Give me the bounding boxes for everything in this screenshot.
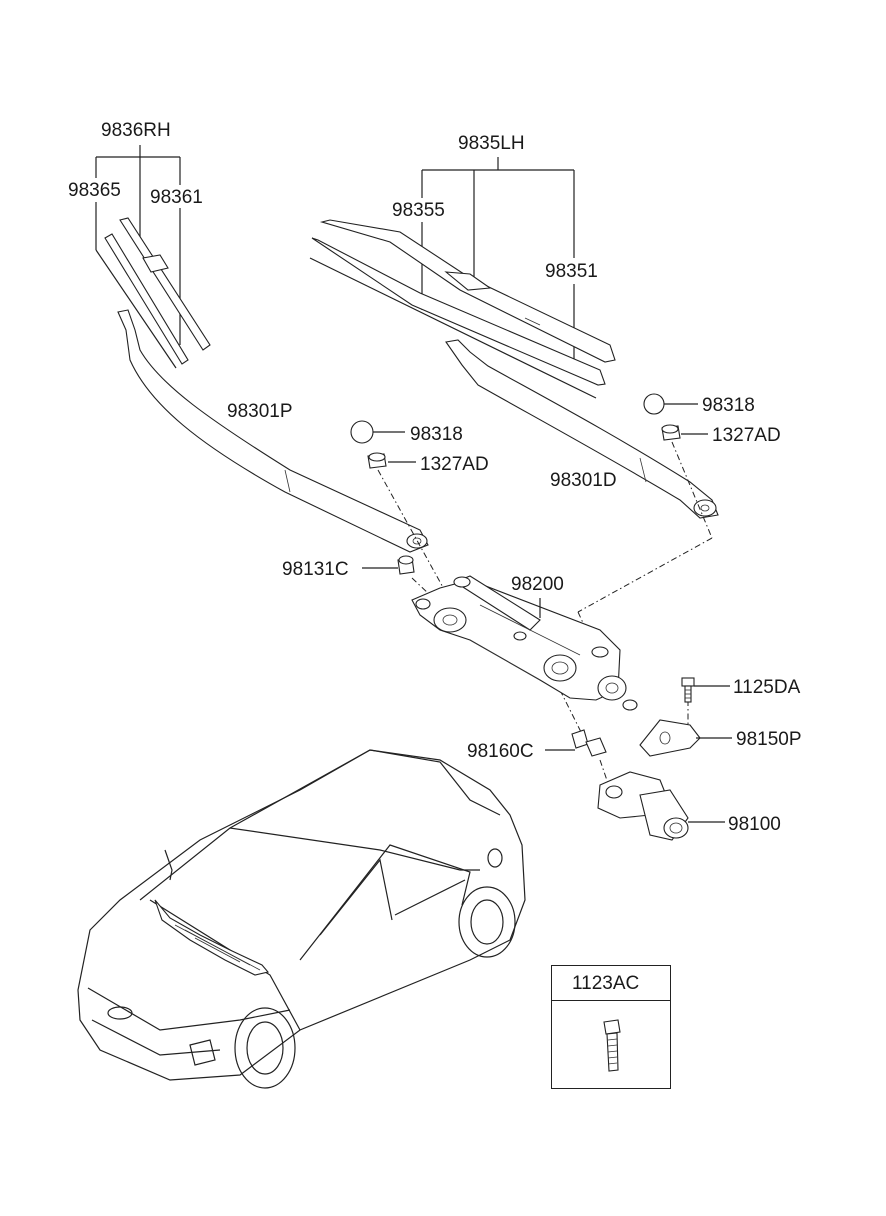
label-bolt: 1125DA [733, 677, 801, 698]
car-illustration [77, 749, 526, 1089]
label-grommet: 98160C [467, 741, 534, 762]
wiper-linkage-assembly [411, 575, 638, 711]
label-rh-refill: 98361 [150, 187, 203, 208]
rh-wiper-blade [95, 217, 211, 369]
rh-blade-leader-lines [95, 145, 181, 345]
label-lh-blade-assy: 9835LH [458, 133, 525, 154]
label-arm-lh: 98301D [550, 470, 617, 491]
label-lh-refill: 98351 [545, 261, 598, 282]
label-linkage: 98200 [511, 574, 564, 595]
label-bracket: 98150P [736, 729, 802, 750]
boxed-part-panel: 1123AC [551, 965, 671, 1089]
label-rh-blade-assy: 9836RH [101, 120, 171, 141]
lh-wiper-arm [445, 339, 719, 519]
label-arm-rh: 98301P [227, 401, 293, 422]
pivot-caps-and-nuts [350, 393, 708, 575]
lh-wiper-blade [309, 219, 616, 399]
label-pivot-cap: 98131C [282, 559, 349, 580]
label-boxed-bolt: 1123AC [572, 973, 640, 994]
boxed-bolt-drawing [603, 1019, 621, 1072]
label-rh-blade: 98365 [68, 180, 121, 201]
wiper-motor-98100 [597, 771, 725, 841]
label-lh-blade: 98355 [392, 200, 445, 221]
grommet-98160c [545, 729, 607, 757]
rh-wiper-arm [117, 309, 429, 553]
label-cap-left: 98318 [410, 424, 463, 445]
label-motor: 98100 [728, 814, 781, 835]
label-cap-right: 98318 [702, 395, 755, 416]
label-nut-left: 1327AD [420, 454, 489, 475]
bolt-1125da [681, 677, 730, 703]
bracket-98150p [639, 719, 732, 757]
label-nut-right: 1327AD [712, 425, 781, 446]
lh-blade-leader-lines [421, 157, 575, 362]
boxed-part-header: 1123AC [552, 966, 670, 1001]
